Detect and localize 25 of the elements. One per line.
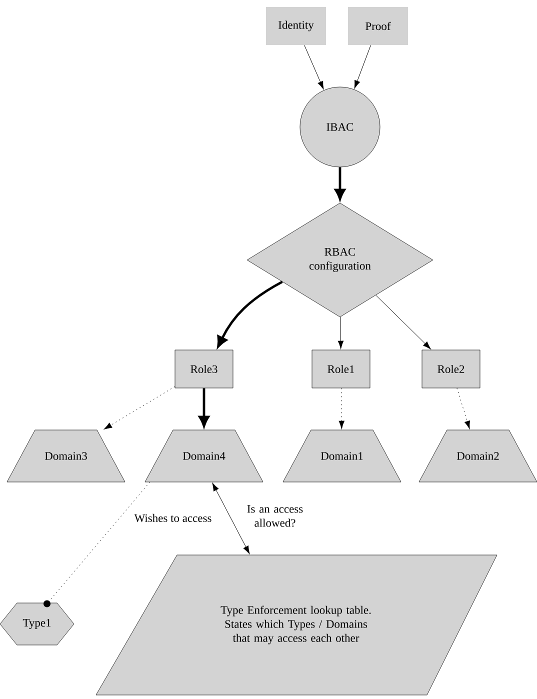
arrow [334,167,346,200]
domain-trapezium: Domain4 [144,430,264,482]
input-box: Identity [266,7,326,45]
dotted-arrow [338,388,344,429]
domain-trapezium: Domain1 [282,430,402,482]
arrow [376,294,431,350]
arrow [338,316,344,349]
arrow [198,388,210,427]
arrow [304,44,324,90]
edge-label: Wishes to access [133,512,213,524]
type-hexagon: Type1 [0,602,74,646]
lookup-table-parallelogram: Type Enforcement lookup table. States which Types / Domains that may access each other [96,554,498,696]
input-box: Proof [348,7,408,45]
arrow [217,280,283,348]
dotted-arrow [456,388,470,429]
domain-trapezium: Domain3 [6,430,126,482]
dot-ended-connector [44,482,150,608]
role-box: Role1 [312,350,370,388]
double-arrow [212,482,250,554]
arrow [354,44,372,89]
role-box: Role2 [422,350,480,388]
edge-label: Is an access allowed? [242,504,308,528]
domain-trapezium: Domain2 [418,430,537,482]
dotted-arrow [104,386,176,430]
role-box: Role3 [174,350,234,388]
